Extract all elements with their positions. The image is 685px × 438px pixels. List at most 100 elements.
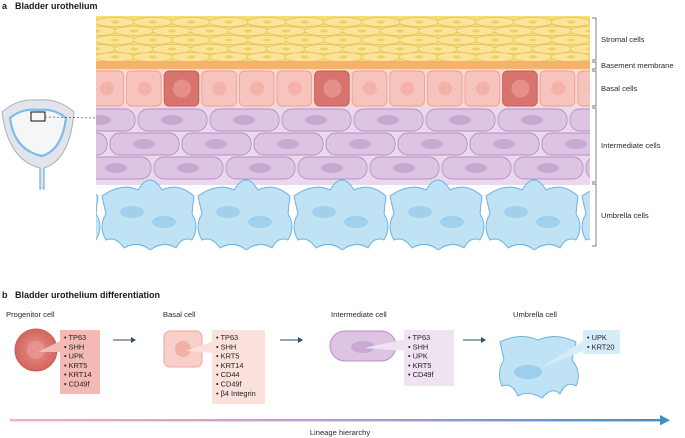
- stromal-nucleus: [472, 47, 480, 51]
- umbrella-callout: [540, 339, 586, 368]
- cell-nucleus: [177, 163, 199, 173]
- marker-label: • CD49f: [408, 370, 435, 379]
- stromal-nucleus: [396, 47, 404, 51]
- intermediate-marker-box: [404, 330, 454, 386]
- panel-b-title: Bladder urothelium differentiation: [15, 290, 160, 300]
- cell-nucleus: [137, 81, 152, 96]
- marker-label: • β4 Integrin: [216, 389, 256, 398]
- cell-nucleus: [105, 163, 127, 173]
- cell-nucleus: [537, 163, 559, 173]
- umbrella-layer: [96, 179, 590, 250]
- stromal-nucleus: [586, 29, 590, 33]
- stromal-nucleus: [415, 55, 423, 59]
- cell-nucleus: [277, 139, 299, 149]
- bracket-umbrella: [592, 183, 597, 247]
- umbrella-cell: [581, 190, 590, 241]
- stromal-nucleus: [510, 47, 518, 51]
- stromal-nucleus: [301, 20, 309, 24]
- cell-nucleus: [99, 81, 114, 96]
- stromal-cell: [96, 55, 98, 59]
- stromal-nucleus: [548, 29, 556, 33]
- stromal-nucleus: [244, 29, 252, 33]
- panel-a-letter: a: [2, 1, 8, 11]
- stromal-nucleus: [263, 20, 271, 24]
- stromal-nucleus: [491, 38, 499, 42]
- stromal-nucleus: [529, 55, 537, 59]
- bracket-basal: [592, 70, 597, 107]
- basal-cell-icon: [163, 330, 203, 368]
- cell-nucleus: [536, 216, 560, 228]
- stromal-nucleus: [491, 55, 499, 59]
- stromal-nucleus: [225, 20, 233, 24]
- umbrella-cell: [96, 193, 101, 241]
- cell-nucleus: [96, 115, 111, 125]
- marker-label: • UPK: [587, 333, 607, 342]
- cell-nucleus: [421, 139, 443, 149]
- stromal-nucleus: [396, 29, 404, 33]
- marker-label: • CD49f: [64, 380, 91, 389]
- stromal-nucleus: [111, 55, 119, 59]
- step-arrows: [113, 337, 486, 343]
- stromal-nucleus: [96, 47, 100, 51]
- cell-nucleus: [551, 81, 565, 96]
- basal-cell: [577, 70, 590, 107]
- label-intermediate-cells: Intermediate cells: [601, 141, 661, 150]
- cell-nucleus: [511, 79, 530, 98]
- cell-nucleus: [205, 139, 227, 149]
- marker-label: • TP63: [64, 333, 86, 342]
- umbrella-marker-box: [583, 330, 620, 354]
- cell-nucleus: [475, 81, 490, 96]
- bladder-organ-icon: [1, 99, 98, 190]
- stromal-cell: [96, 20, 98, 24]
- marker-label: • SHH: [64, 342, 84, 351]
- stromal-nucleus: [187, 38, 195, 42]
- stromal-nucleus: [529, 20, 537, 24]
- stromal-nucleus: [130, 47, 138, 51]
- umbrella-cell: [485, 179, 581, 250]
- cell-nucleus: [233, 115, 255, 125]
- cell-nucleus: [363, 81, 377, 96]
- cell-nucleus: [504, 206, 528, 218]
- cell-nucleus: [521, 115, 543, 125]
- cell-nucleus: [212, 81, 227, 96]
- stromal-nucleus: [605, 55, 613, 58]
- stromal-nucleus: [187, 55, 195, 59]
- tissue-section: [73, 16, 613, 250]
- stromal-nucleus: [548, 47, 556, 51]
- basal-callout: [186, 341, 214, 353]
- cell-nucleus: [438, 81, 453, 96]
- stromal-cell: [569, 26, 590, 36]
- stromal-nucleus: [339, 38, 347, 42]
- cell-nucleus: [465, 163, 487, 173]
- progenitor-marker-box: [60, 330, 100, 394]
- cell-nucleus: [216, 206, 240, 218]
- stromal-nucleus: [225, 38, 233, 42]
- cell-nucleus: [120, 206, 144, 218]
- stromal-nucleus: [206, 47, 214, 51]
- cell-nucleus: [152, 216, 176, 228]
- umbrella-cell: [101, 179, 197, 250]
- stromal-cell: [569, 44, 590, 54]
- umbrella-cell: [293, 179, 389, 250]
- cell-nucleus: [312, 206, 336, 218]
- marker-label: • TP63: [408, 333, 430, 342]
- basal-layer: [96, 69, 590, 108]
- intermediate-cell-label: Intermediate cell: [331, 310, 387, 319]
- cell-nucleus: [287, 81, 302, 96]
- marker-label: • UPK: [408, 352, 428, 361]
- marker-label: • TP63: [216, 333, 238, 342]
- umbrella-cell: [389, 179, 485, 250]
- cell-nucleus: [377, 115, 399, 125]
- cell-nucleus: [305, 115, 327, 125]
- stromal-nucleus: [206, 29, 214, 33]
- stromal-nucleus: [168, 47, 176, 51]
- stromal-nucleus: [358, 29, 366, 33]
- marker-lists: • TP63• SHH• UPK• KRT5• KRT14• CD49f• TP…: [64, 333, 615, 398]
- umbrella-cell-icon: [498, 336, 579, 399]
- label-stromal-cells: Stromal cells: [601, 35, 645, 44]
- stromal-nucleus: [263, 55, 271, 59]
- lineage-hierarchy-label: Lineage hierarchy: [310, 428, 371, 437]
- stromal-nucleus: [73, 20, 81, 23]
- stromal-nucleus: [282, 29, 290, 33]
- cell-nucleus: [249, 163, 271, 173]
